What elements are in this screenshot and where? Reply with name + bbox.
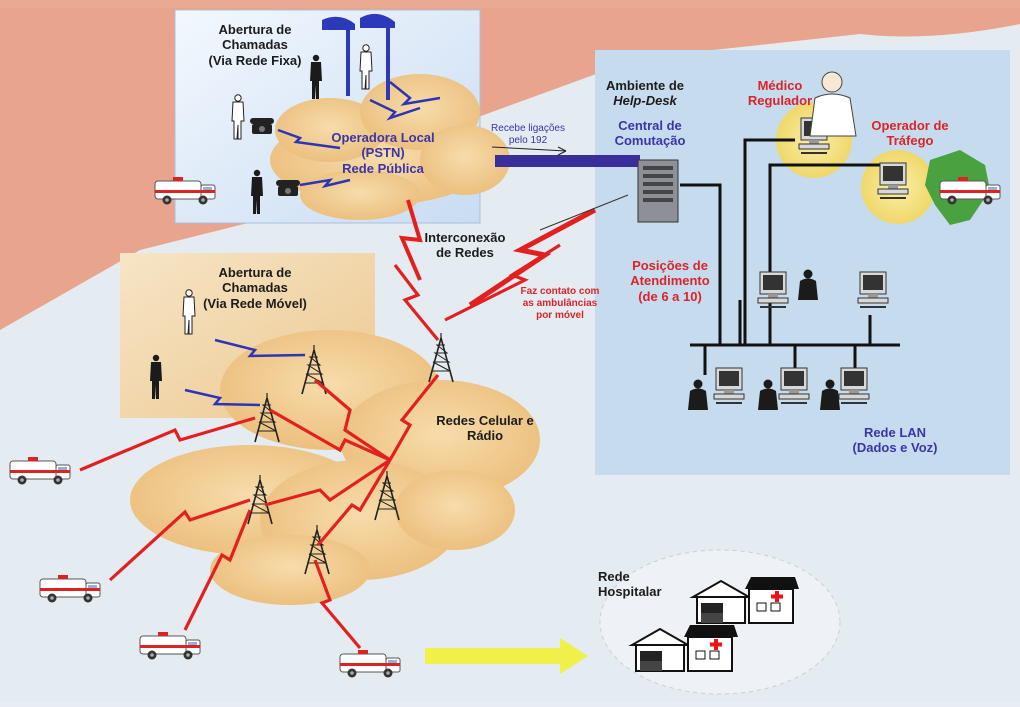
ambulance-contact-label: Faz contato com as ambulâncias por móvel [520,286,600,321]
lan-label: Rede LAN (Dados e Voz) [852,425,938,456]
cellular-cloud [130,330,540,605]
blue-lightnings [184,81,441,407]
positions-label: Posições de Atendimento (de 6 a 10) [630,258,710,304]
pstn-link [495,155,640,167]
switch-icon [637,159,679,223]
interconnection-label: Interconexão de Redes [424,230,506,261]
switch-label: Central de Comutação [614,118,686,149]
call-routing-label: Recebe ligações pelo 192 [491,123,565,146]
traffic-operator-label: Operador de Tráfego [871,118,949,149]
hospital-network-label: Rede Hospitalar [598,569,662,600]
phone-booth-2 [360,13,395,100]
interconnect-lightning [398,199,423,281]
doctor-label: Médico Regulador [747,78,813,109]
mobile-calls-title: Abertura de Chamadas (Via Rede Móvel) [203,265,307,311]
phone-booth-1 [322,16,355,96]
pstn-operator-label: Operadora Local (PSTN) Rede Pública [331,130,435,176]
hospital-arrow [425,638,588,674]
cellular-networks-label: Redes Celular e Rádio [436,413,534,444]
fixed-calls-title: Abertura de Chamadas (Via Rede Fixa) [208,22,302,68]
doctor-figure [809,71,857,137]
helpdesk-env-label: Ambiente de Help-Desk [605,78,684,109]
